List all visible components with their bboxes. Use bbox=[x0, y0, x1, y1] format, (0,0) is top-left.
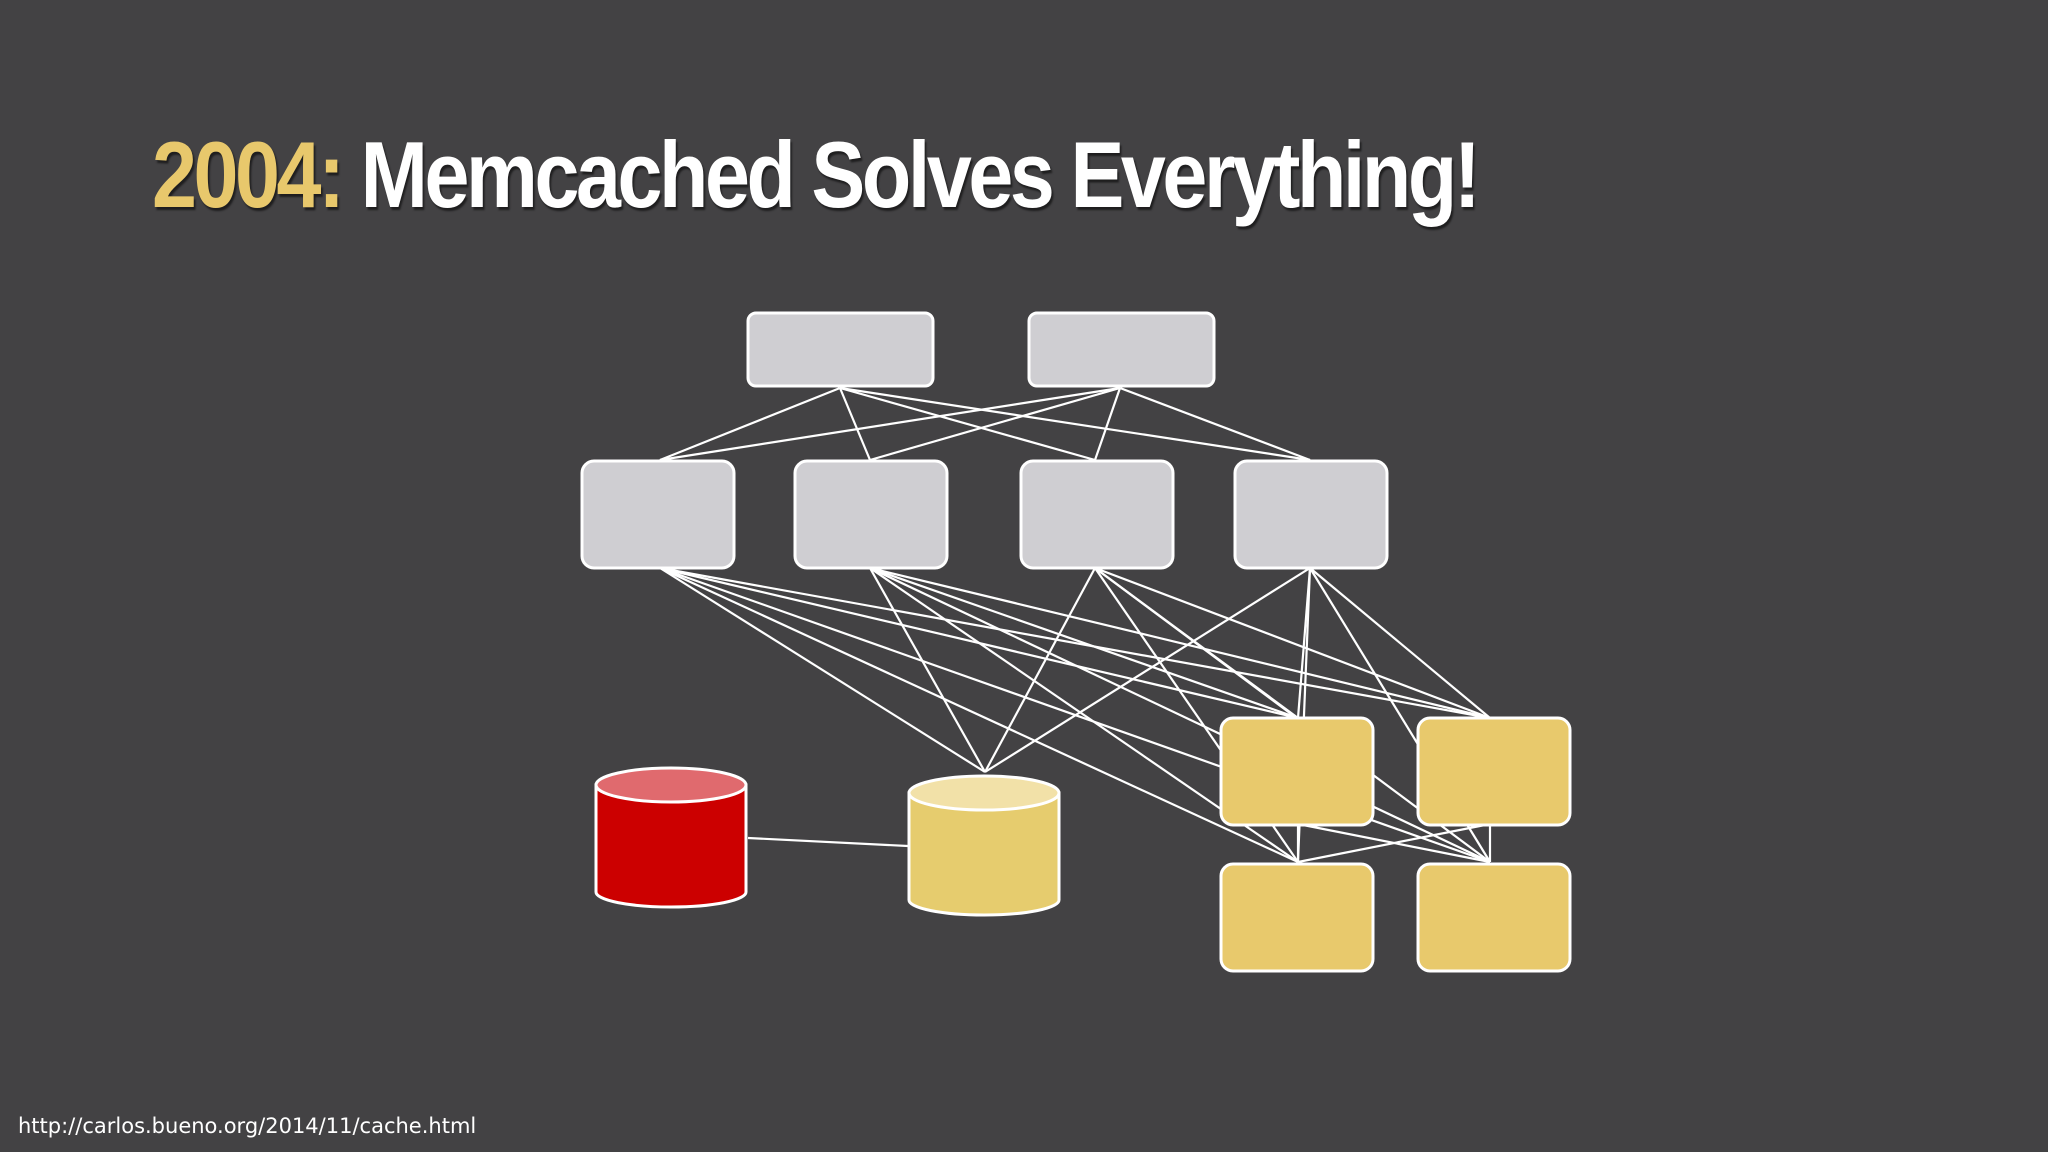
replica-database-top bbox=[907, 774, 1061, 812]
edge bbox=[1297, 822, 1491, 864]
source-url[interactable]: http://carlos.bueno.org/2014/11/cache.ht… bbox=[18, 1114, 477, 1138]
edge bbox=[659, 567, 1299, 863]
memcached-cluster bbox=[1219, 716, 1572, 973]
edge bbox=[659, 386, 841, 462]
edge bbox=[869, 386, 1121, 462]
edge bbox=[869, 566, 1491, 720]
web-server-node bbox=[1019, 459, 1175, 570]
edge bbox=[747, 836, 909, 848]
title-text: Memcached Solves Everything! bbox=[341, 122, 1481, 227]
master-database-top bbox=[594, 766, 748, 804]
edge bbox=[1119, 386, 1311, 462]
top-tier bbox=[746, 311, 1216, 388]
edge bbox=[659, 566, 1491, 720]
edge bbox=[839, 386, 1311, 462]
web-server-node bbox=[580, 459, 736, 570]
cache-node bbox=[1219, 716, 1375, 827]
edge bbox=[659, 567, 986, 773]
replica-database-body bbox=[907, 791, 1061, 917]
title-year: 2004: bbox=[152, 122, 345, 227]
edge bbox=[1093, 387, 1122, 461]
web-server-node bbox=[793, 459, 949, 570]
cache-node bbox=[1219, 862, 1375, 973]
middle-tier bbox=[580, 459, 1389, 570]
top-server-node bbox=[746, 311, 935, 388]
edge bbox=[869, 567, 1491, 863]
master-database-body bbox=[594, 783, 748, 909]
edge bbox=[869, 566, 1299, 720]
edge bbox=[869, 567, 986, 773]
cache-node bbox=[1416, 716, 1572, 827]
edge bbox=[1094, 566, 1491, 720]
cache-node bbox=[1416, 862, 1572, 973]
web-server-node bbox=[1233, 459, 1389, 570]
master-database-icon bbox=[594, 766, 748, 909]
edge bbox=[659, 386, 1121, 462]
edge bbox=[838, 387, 872, 461]
replica-database-icon bbox=[907, 774, 1061, 917]
edge bbox=[839, 386, 1096, 462]
edge bbox=[984, 567, 1311, 773]
edge bbox=[1309, 567, 1491, 719]
top-server-node bbox=[1027, 311, 1216, 388]
slide-title: 2004: Memcached Solves Everything! bbox=[152, 128, 1481, 222]
edge bbox=[984, 567, 1096, 773]
